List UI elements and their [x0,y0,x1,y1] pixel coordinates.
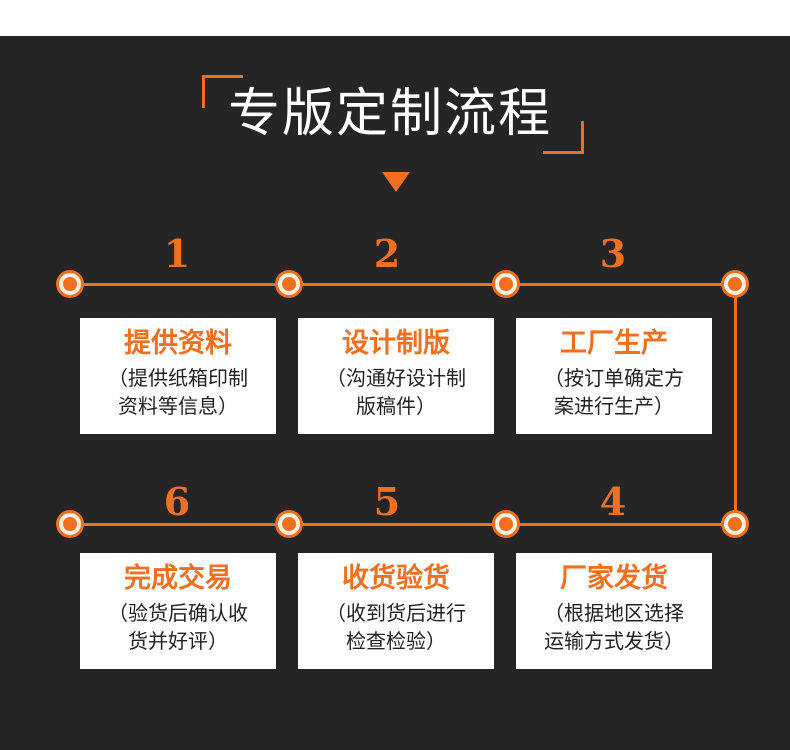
step-number-4: 4 [599,479,627,524]
step-desc-line2: 货并好评） [128,629,228,653]
step-desc-line1: （验货后确认收 [108,601,248,625]
step-desc-line1: （沟通好设计制 [326,366,466,390]
timeline-node [495,273,517,295]
track-right-vertical [734,284,737,525]
timeline-node [59,273,81,295]
step-desc-line1: （根据地区选择 [544,601,684,625]
step-title: 提供资料 [124,328,232,359]
step-title: 完成交易 [124,563,232,594]
step-title: 厂家发货 [560,563,668,594]
track-row-bottom [70,523,735,526]
step-desc-line1: （按订单确定方 [544,366,684,390]
top-white-strip [0,0,790,36]
step-desc-line2: 资料等信息） [118,394,238,418]
step-desc-line1: （收到货后进行 [326,601,466,625]
step-title: 工厂生产 [560,328,668,359]
timeline-node [59,513,81,535]
timeline-node [724,513,746,535]
timeline-node [278,273,300,295]
step-card-1: 提供资料 （提供纸箱印制 资料等信息） [80,318,276,434]
step-card-5: 收货验货 （收到货后进行 检查检验） [298,553,494,669]
step-desc-line2: 运输方式发货） [544,629,684,653]
step-desc-line2: 版稿件） [356,394,436,418]
timeline-node [278,513,300,535]
down-arrow-icon [382,172,410,192]
step-card-6: 完成交易 （验货后确认收 货并好评） [80,553,276,669]
step-number-5: 5 [373,479,401,524]
step-card-4: 厂家发货 （根据地区选择 运输方式发货） [516,553,712,669]
page-title: 专版定制流程 [227,84,552,144]
track-row-top [70,283,735,286]
step-title: 收货验货 [342,563,450,594]
step-number-2: 2 [373,231,401,276]
step-desc-line2: 案进行生产） [554,394,674,418]
title-block: 专版定制流程 [190,70,590,160]
step-number-1: 1 [163,231,191,276]
step-number-3: 3 [599,231,627,276]
step-desc-line1: （提供纸箱印制 [108,366,248,390]
title-bracket-top-left [202,75,243,108]
step-desc-line2: 检查检验） [346,629,446,653]
step-number-6: 6 [163,479,191,524]
step-card-2: 设计制版 （沟通好设计制 版稿件） [298,318,494,434]
timeline-node [495,513,517,535]
step-card-3: 工厂生产 （按订单确定方 案进行生产） [516,318,712,434]
step-title: 设计制版 [342,328,450,359]
timeline-node [724,273,746,295]
title-bracket-bottom-right [543,121,584,154]
